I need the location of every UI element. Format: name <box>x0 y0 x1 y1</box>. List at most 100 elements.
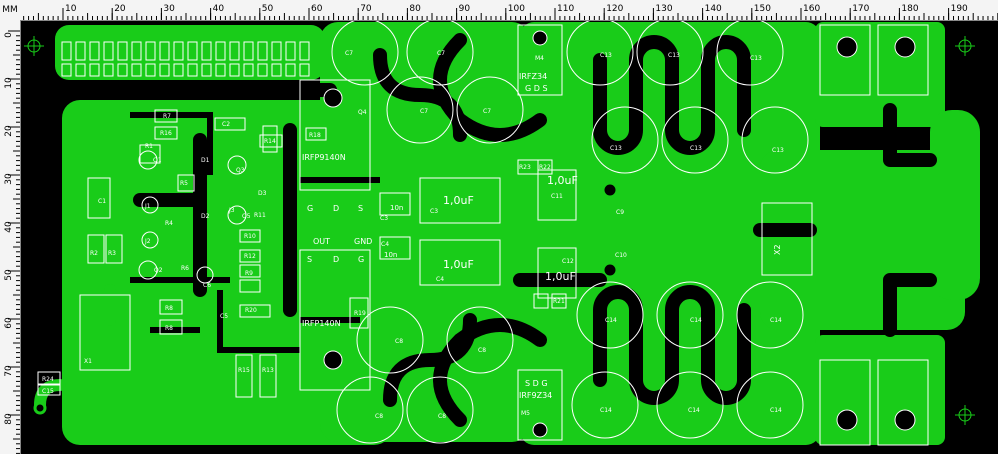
connector-pin <box>145 41 156 61</box>
label-r7: R7 <box>163 113 171 120</box>
pcb-board-canvas[interactable]: C7 C7 C7 C7 C13 C13 C13 C13 C13 C13 C8 C… <box>21 21 998 454</box>
label-q5: Q5 <box>242 213 251 220</box>
connector-pin <box>103 41 114 61</box>
ruler-top-label: 90 <box>459 4 471 14</box>
label-r16: R16 <box>160 130 172 137</box>
label-c11: C11 <box>551 193 563 200</box>
ruler-top-label: 150 <box>754 4 771 14</box>
ruler-top-label: 30 <box>163 4 175 14</box>
label-sdg-bottom: S D G <box>525 379 548 388</box>
connector-pin <box>61 63 72 77</box>
label-c14-f: C14 <box>770 407 782 414</box>
label-c6: C6 <box>203 282 211 289</box>
label-c10: C10 <box>615 252 627 259</box>
registration-marks <box>24 36 975 425</box>
label-irfz34: IRFZ34 <box>519 72 547 81</box>
connector-pin <box>243 63 254 77</box>
label-c3: C3 <box>380 215 388 222</box>
connector-pin <box>103 63 114 77</box>
connector-pin <box>159 41 170 61</box>
label-r9: R9 <box>245 270 253 277</box>
connector-pin <box>61 41 72 61</box>
connector-pin <box>145 63 156 77</box>
ruler-left-label: 60 <box>4 317 14 329</box>
connector-pin <box>187 41 198 61</box>
label-cap-c3-value: 1,0uF <box>443 194 474 207</box>
label-c8-a: C8 <box>375 413 383 420</box>
mounting-holes <box>33 30 916 438</box>
connector-pin <box>215 41 226 61</box>
ruler-top-label: 110 <box>557 4 574 14</box>
connector-pin <box>229 63 240 77</box>
ruler-top-label: 190 <box>951 4 968 14</box>
label-j3: J3 <box>228 207 235 214</box>
label-j2: J2 <box>144 238 151 245</box>
label-r8: R8 <box>165 325 173 332</box>
label-c8-d: C8 <box>478 347 486 354</box>
ruler-left-label: 50 <box>4 269 14 281</box>
label-c7-c: C7 <box>420 108 428 115</box>
label-m4: M4 <box>535 55 544 62</box>
ruler-top-label: 120 <box>606 4 623 14</box>
label-r3: R3 <box>108 250 116 257</box>
label-c13-d: C13 <box>610 145 622 152</box>
label-r23: R23 <box>519 164 531 171</box>
connector-pin <box>271 63 282 77</box>
connector-pin <box>75 63 86 77</box>
label-r14: R14 <box>264 138 276 145</box>
label-r12: R12 <box>244 253 256 260</box>
label-s-top: S <box>358 204 363 213</box>
label-cap-c4-value: 1,0uF <box>443 258 474 271</box>
connector-pin <box>201 63 212 77</box>
label-r24: R24 <box>42 376 54 383</box>
label-c3b: C3 <box>430 208 438 215</box>
small-value-labels: 10n 10n <box>384 204 403 259</box>
part-labels: IRFZ34 G D S IRF9Z34 S D G IRFP9140N IRF… <box>302 72 782 400</box>
label-x1: X1 <box>84 358 92 365</box>
label-c7-a: C7 <box>345 50 353 57</box>
value-labels: 1,0uF 1,0uF 1,0uF 1,0uF <box>443 174 578 283</box>
label-c13-c: C13 <box>750 55 762 62</box>
label-q2: Q2 <box>154 267 163 274</box>
label-c14-d: C14 <box>600 407 612 414</box>
label-gds-top: G D S <box>525 84 548 93</box>
label-c13-a: C13 <box>600 52 612 59</box>
label-cap-c12-value: 1,0uF <box>545 270 576 283</box>
label-c4b: C4 <box>436 276 444 283</box>
label-r5: R5 <box>180 180 188 187</box>
label-r22: R22 <box>539 164 551 171</box>
ruler-left-label: 0 <box>4 32 14 38</box>
label-c12: C12 <box>562 258 574 265</box>
label-d-bot: D <box>333 255 339 264</box>
label-gnd: GND <box>354 237 372 246</box>
label-c13-e: C13 <box>690 145 702 152</box>
connector-pin <box>257 63 268 77</box>
label-c13-f: C13 <box>772 147 784 154</box>
isolation-gaps <box>53 33 937 427</box>
label-r2: R2 <box>90 250 98 257</box>
connector-pin <box>257 41 268 61</box>
label-irf9z34: IRF9Z34 <box>519 391 552 400</box>
label-q1: Q1 <box>153 157 162 164</box>
label-r19: R19 <box>354 310 366 317</box>
label-c3-10n: 10n <box>390 204 403 212</box>
component-labels: C7 C7 C7 C7 C13 C13 C13 C13 C13 C13 C8 C… <box>42 50 784 420</box>
label-r18: R18 <box>309 132 321 139</box>
connector-pin <box>117 41 128 61</box>
ruler-left-label: 10 <box>4 77 14 89</box>
label-c8-b: C8 <box>438 413 446 420</box>
label-c14-c: C14 <box>770 317 782 324</box>
label-out: OUT <box>313 237 330 246</box>
connector-pin <box>271 41 282 61</box>
label-irfp140n: IRFP140N <box>302 319 341 328</box>
label-g-top: G <box>307 204 313 213</box>
label-r15: R15 <box>238 367 250 374</box>
connector-pin <box>159 63 170 77</box>
label-c15: C15 <box>42 388 54 395</box>
label-c14-a: C14 <box>605 317 617 324</box>
connector-pin <box>285 41 296 61</box>
small-trace-gaps <box>130 112 380 353</box>
